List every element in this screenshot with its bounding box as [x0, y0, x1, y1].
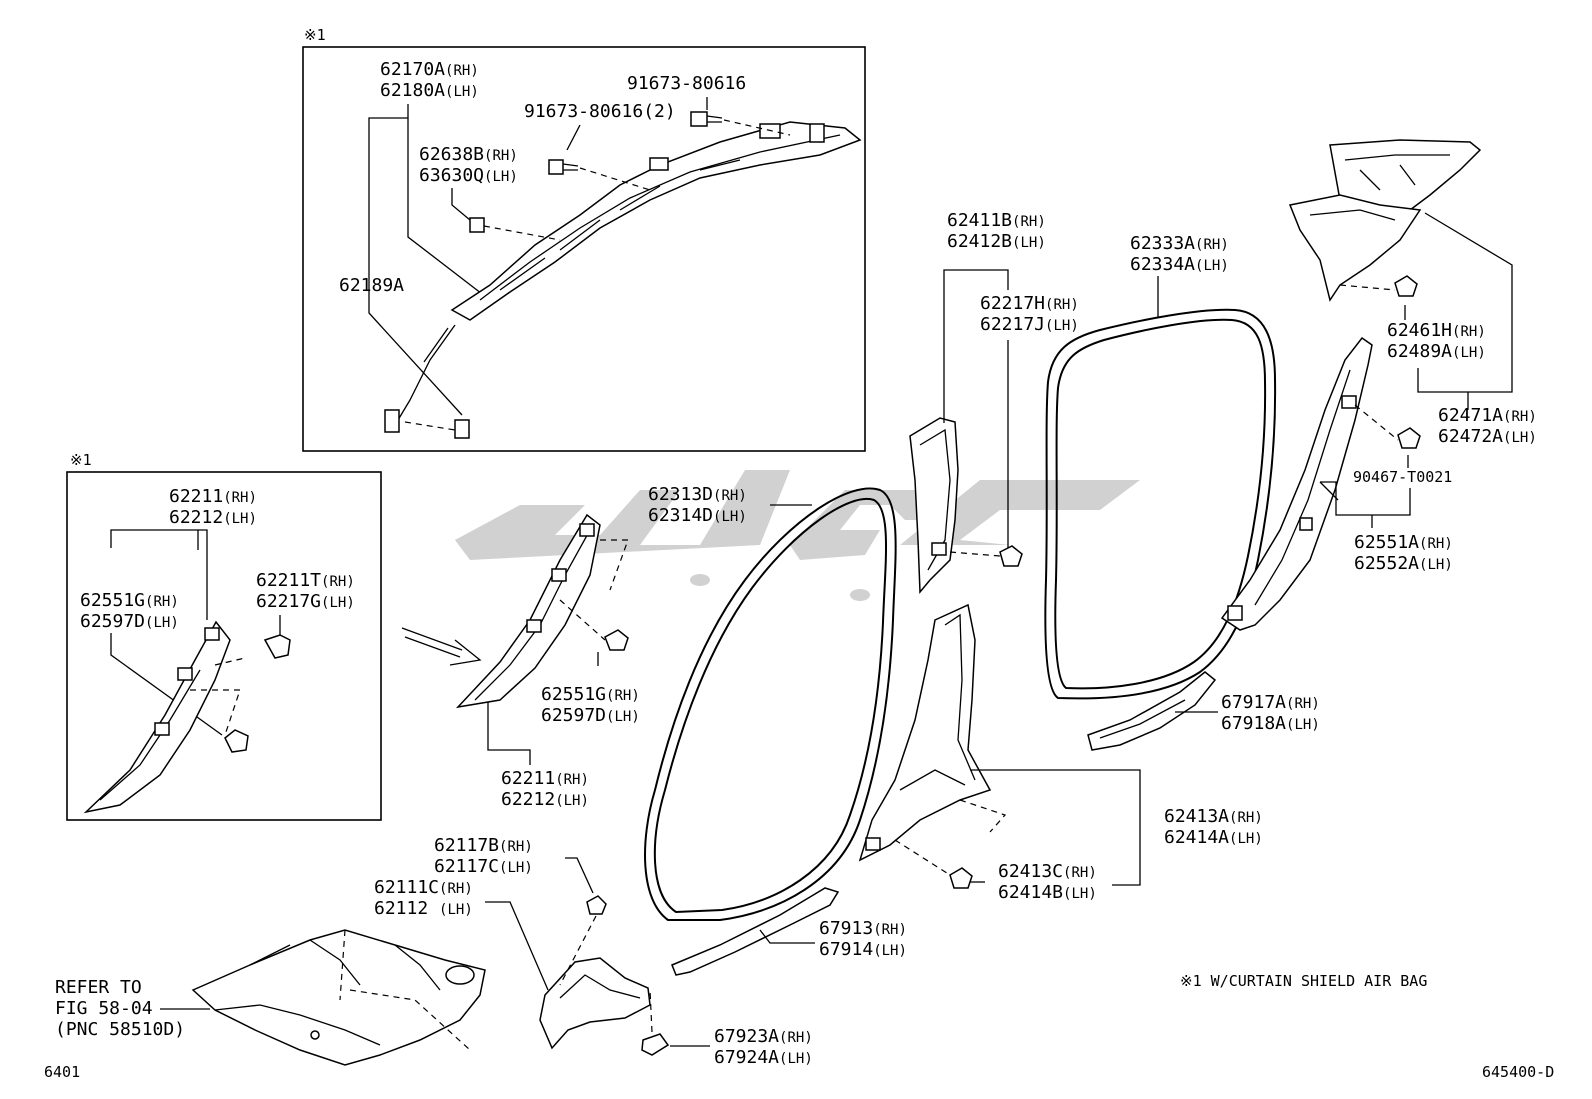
label-67923A: 67923A(RH) [714, 1026, 813, 1047]
label-62212: 62212(LH) [501, 789, 589, 810]
clip-62217H [999, 545, 1023, 567]
label-62314D: 62314D(LH) [648, 505, 747, 526]
direction-arrow [401, 627, 482, 666]
curtain-airbag-box [302, 46, 866, 452]
label-62217J: 62217J(LH) [980, 314, 1079, 335]
floor-carpet [191, 929, 486, 1066]
label-62334A: 62334A(LH) [1130, 254, 1229, 275]
label-91673-80616: 91673-80616 [627, 73, 746, 94]
clip-62211T [263, 634, 291, 659]
a-pillar-box [66, 471, 382, 821]
front-door-opening-trim [644, 487, 897, 921]
label-67914: 67914(LH) [819, 939, 907, 960]
clip-90467 [1397, 427, 1421, 449]
label-62170A: 62170A(RH) [380, 59, 479, 80]
label-62211: 62211(RH) [501, 768, 589, 789]
label-62552A: 62552A(LH) [1354, 553, 1453, 574]
clip-62638B [469, 217, 561, 241]
label-62413A: 62413A(RH) [1164, 806, 1263, 827]
bolt-91673-a [690, 111, 791, 136]
label-62551G: 62551G(RH) [541, 684, 640, 705]
bolt-91673-b [548, 159, 651, 191]
clip-62551G [604, 629, 629, 651]
curtain-shield-note: ※1 W/CURTAIN SHIELD AIR BAG [1180, 972, 1427, 990]
label-63630Q: 63630Q(LH) [419, 165, 518, 186]
label-62489A: 62489A(LH) [1387, 341, 1486, 362]
clip-62551G-box [224, 729, 249, 753]
label-62333A: 62333A(RH) [1130, 233, 1229, 254]
curtain-airbag-part [384, 121, 862, 439]
label-62313D: 62313D(RH) [648, 484, 747, 505]
label-62211T: 62211T(RH) [256, 570, 355, 591]
label-62472A: 62472A(LH) [1438, 426, 1537, 447]
label-62117C: 62117C(LH) [434, 856, 533, 877]
clip-62413C [949, 867, 973, 889]
label-62414B: 62414B(LH) [998, 882, 1097, 903]
label-62217H: 62217H(RH) [980, 293, 1079, 314]
roof-side-inner-garnish [1288, 139, 1482, 302]
label-62551A: 62551A(RH) [1354, 532, 1453, 553]
label-62411B: 62411B(RH) [947, 210, 1046, 231]
b-pillar-lower-garnish [858, 603, 992, 862]
label-62461H: 62461H(RH) [1387, 320, 1486, 341]
label-62111C: 62111C(RH) [374, 877, 473, 898]
label-67913: 67913(RH) [819, 918, 907, 939]
a-pillar-garnish-box [83, 620, 231, 814]
label-62471A: 62471A(RH) [1438, 405, 1537, 426]
label-62211-box: 62211(RH) [169, 486, 257, 507]
refer-line-3: (PNC 58510D) [55, 1019, 185, 1040]
label-62551G-box: 62551G(RH) [80, 590, 179, 611]
c-pillar-garnish [1220, 336, 1373, 631]
label-67917A: 67917A(RH) [1221, 692, 1320, 713]
label-62189A: 62189A [339, 275, 404, 296]
label-62112: 62112 (LH) [374, 898, 473, 919]
label-62212-box: 62212(LH) [169, 507, 257, 528]
label-67918A: 67918A(LH) [1221, 713, 1320, 734]
box-top-mark: ※1 [304, 26, 326, 44]
clip-62117B [586, 895, 607, 915]
page-code-right: 645400-D [1482, 1063, 1554, 1081]
label-62413C: 62413C(RH) [998, 861, 1097, 882]
label-62414A: 62414A(LH) [1164, 827, 1263, 848]
a-pillar-garnish [455, 513, 601, 709]
label-67924A: 67924A(LH) [714, 1047, 813, 1068]
label-62412B: 62412B(LH) [947, 231, 1046, 252]
cowl-side-trim [539, 957, 651, 1050]
label-62597D-box: 62597D(LH) [80, 611, 179, 632]
box-left-mark: ※1 [70, 451, 92, 469]
clip-62461H [1394, 275, 1418, 297]
page-code-left: 6401 [44, 1063, 80, 1081]
label-90467-T0021: 90467-T0021 [1353, 468, 1452, 486]
label-62638B: 62638B(RH) [419, 144, 518, 165]
label-91673-80616-2: 91673-80616(2) [524, 101, 676, 122]
refer-line-1: REFER TO [55, 977, 142, 998]
b-pillar-upper-garnish [909, 417, 959, 594]
watermark-logo [455, 470, 1140, 601]
label-62597D: 62597D(LH) [541, 705, 640, 726]
front-scuff-plate [671, 887, 840, 976]
label-62217G: 62217G(LH) [256, 591, 355, 612]
label-62180A: 62180A(LH) [380, 80, 479, 101]
clip-67923A [641, 1033, 670, 1056]
label-62117B: 62117B(RH) [434, 835, 533, 856]
rear-door-opening-trim [1044, 308, 1277, 700]
rear-scuff-plate [1087, 671, 1217, 751]
refer-line-2: FIG 58-04 [55, 998, 153, 1019]
